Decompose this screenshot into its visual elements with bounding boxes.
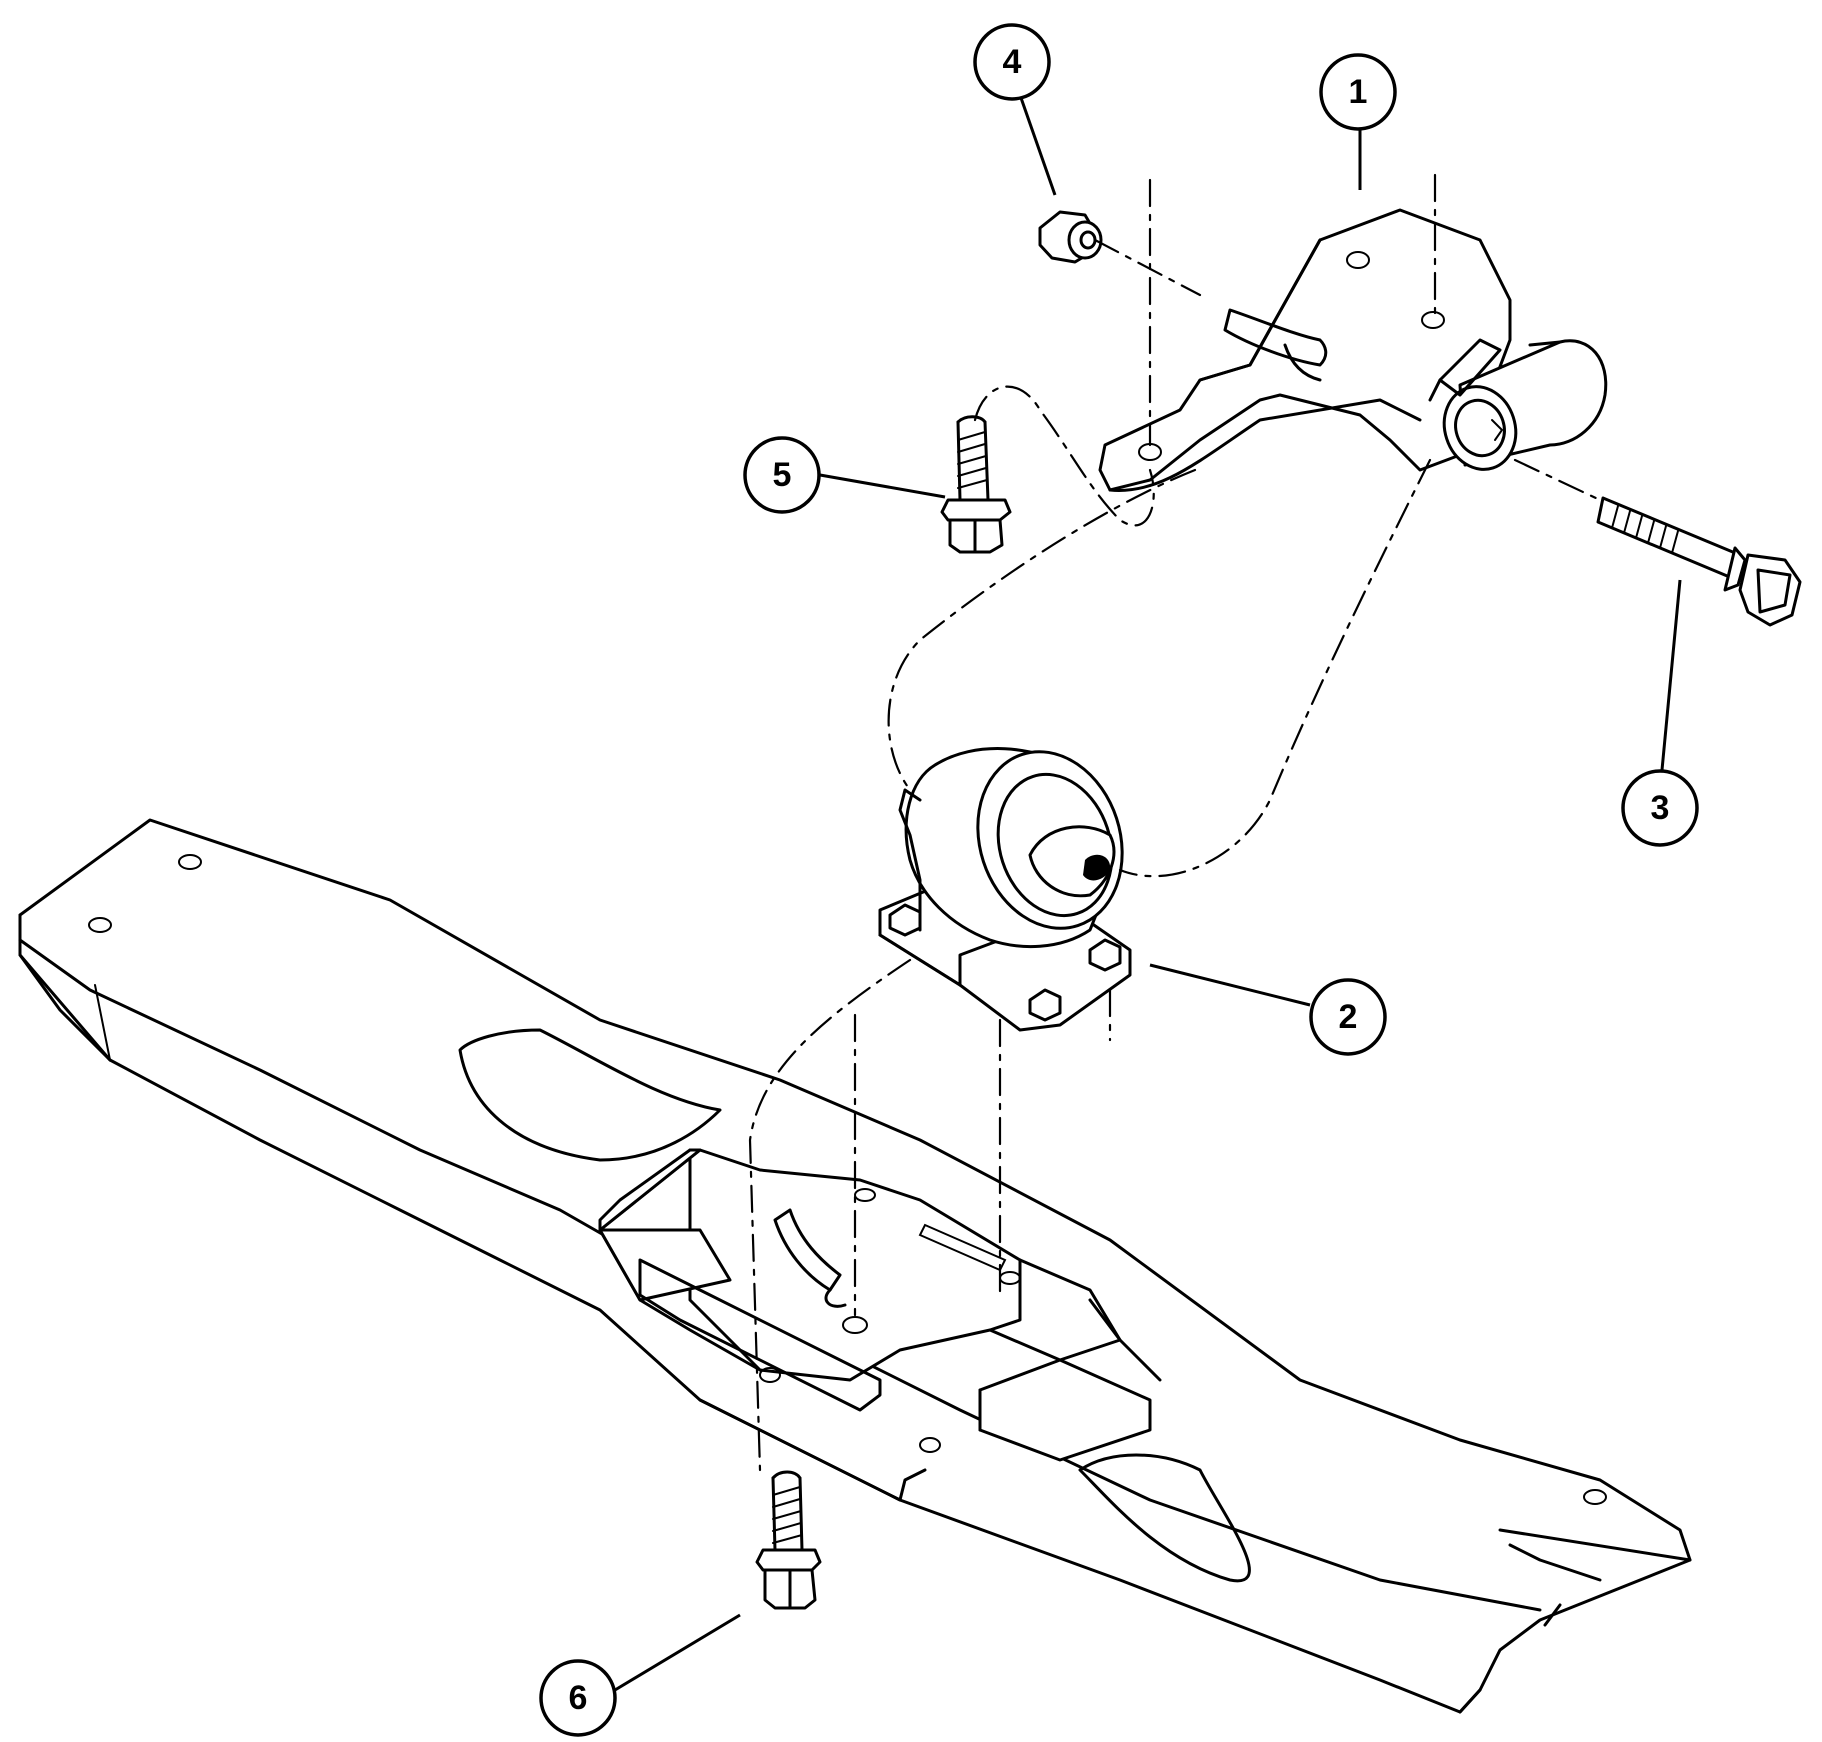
callout-6-label: 6 <box>569 1679 588 1717</box>
crossmember-bolt <box>755 1470 822 1610</box>
callout-2: 2 <box>1309 978 1387 1056</box>
through-bolt <box>1596 496 1802 627</box>
leader-2 <box>1149 963 1311 1007</box>
assembly-lines <box>748 173 1602 1472</box>
leader-3 <box>1660 579 1682 771</box>
callout-4: 4 <box>973 23 1051 101</box>
leader-6 <box>614 1613 741 1692</box>
bracket-bolt <box>940 415 1012 554</box>
leader-4 <box>1018 94 1057 196</box>
callouts: 1 2 3 4 5 6 <box>539 23 1699 1737</box>
mount-bracket <box>1098 208 1608 492</box>
callout-2-label: 2 <box>1339 998 1358 1036</box>
nut <box>1038 210 1103 264</box>
callout-5: 5 <box>743 436 821 514</box>
callout-5-label: 5 <box>773 456 792 494</box>
callout-1: 1 <box>1319 53 1397 131</box>
leader-5 <box>819 473 946 499</box>
insulator <box>878 747 1132 1032</box>
callout-3: 3 <box>1621 769 1699 847</box>
callout-3-label: 3 <box>1651 789 1670 827</box>
callout-4-label: 4 <box>1003 43 1022 81</box>
callout-1-label: 1 <box>1349 73 1368 111</box>
callout-6: 6 <box>539 1659 617 1737</box>
